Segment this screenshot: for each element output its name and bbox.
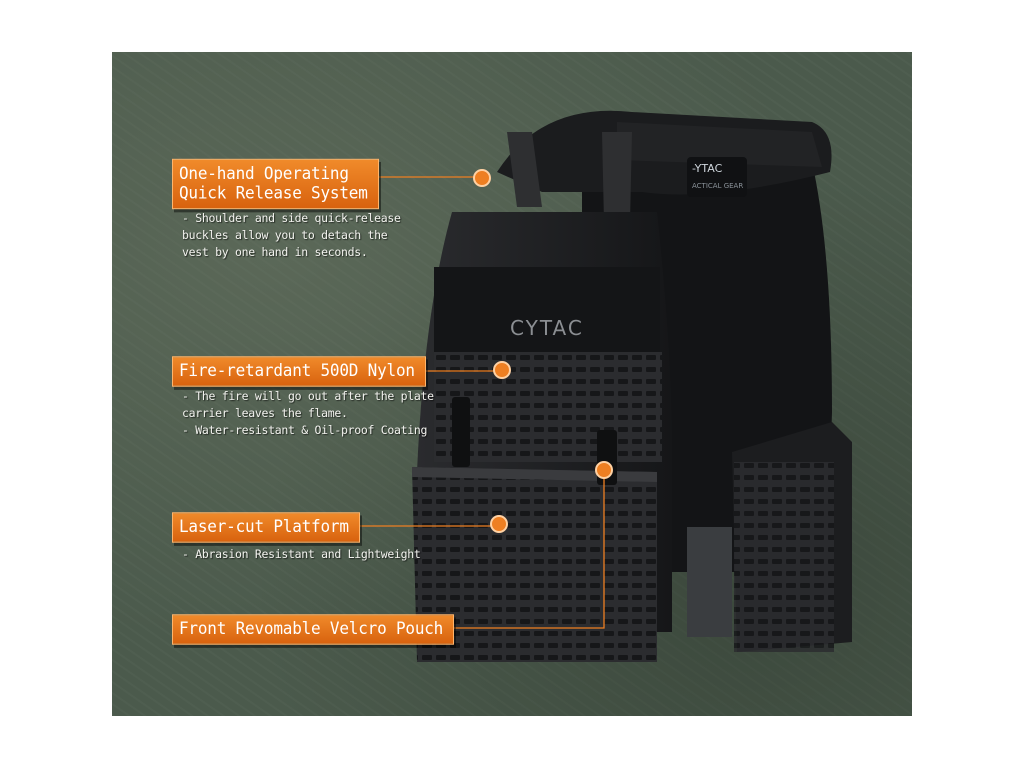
hotspot-quick-release[interactable] bbox=[473, 169, 491, 187]
feature-title-pouch: Front Revomable Velcro Pouch bbox=[172, 614, 455, 645]
strap-logo: -YTAC bbox=[692, 162, 723, 175]
hotspot-pouch[interactable] bbox=[595, 461, 613, 479]
hotspot-nylon[interactable] bbox=[493, 361, 511, 379]
hotspot-platform[interactable] bbox=[490, 515, 508, 533]
feature-title-nylon: Fire-retardant 500D Nylon bbox=[172, 356, 426, 387]
feature-desc-platform: - Abrasion Resistant and Lightweight bbox=[182, 547, 421, 561]
product-feature-panel: -YTAC ACTICAL GEAR CYTAC bbox=[112, 52, 912, 716]
strap-label bbox=[687, 157, 747, 197]
laser-cut-platform bbox=[434, 352, 662, 462]
feature-desc-quick-release: - Shoulder and side quick-release buckle… bbox=[182, 211, 401, 259]
velcro-strip bbox=[434, 267, 660, 352]
side-buckle bbox=[687, 527, 732, 637]
feature-desc-nylon: - The fire will go out after the plate c… bbox=[182, 389, 434, 437]
feature-title-platform: Laser-cut Platform bbox=[172, 512, 360, 543]
feature-title-quick-release: One-hand Operating Quick Release System bbox=[172, 158, 379, 210]
front-logo: CYTAC bbox=[510, 316, 584, 340]
plate-carrier-illustration: -YTAC ACTICAL GEAR CYTAC bbox=[342, 110, 852, 662]
front-pouch bbox=[412, 467, 657, 662]
svg-text:ACTICAL GEAR: ACTICAL GEAR bbox=[692, 182, 743, 190]
